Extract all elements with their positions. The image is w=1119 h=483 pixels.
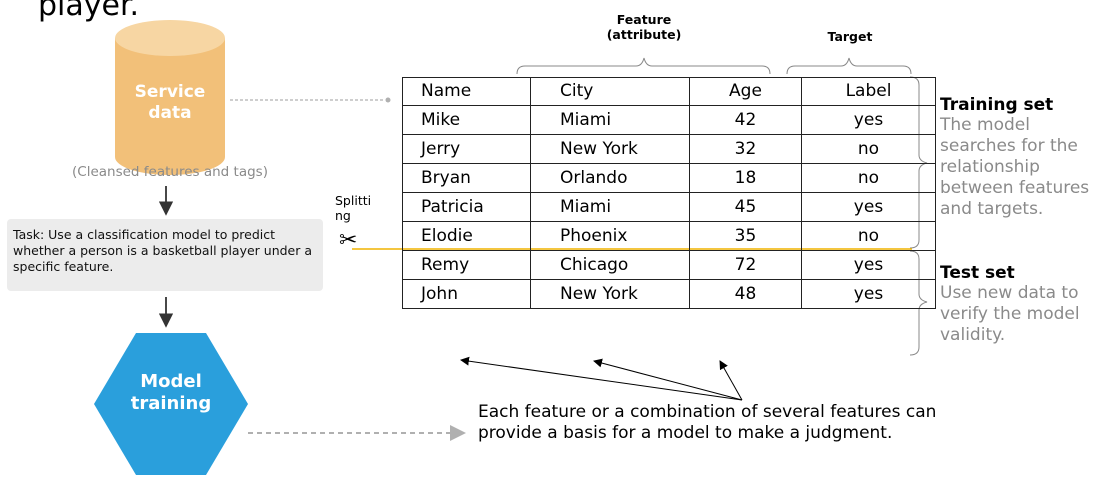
feature-brace-label: Feature (attribute)	[596, 12, 692, 42]
cell-age: 45	[689, 192, 802, 222]
connector-dot	[385, 97, 391, 103]
model-training-line2: training	[130, 393, 212, 414]
cell-name: Remy	[402, 250, 531, 280]
cell-label: no	[801, 134, 936, 164]
test-set-block: Test set Use new data to verify the mode…	[940, 263, 1118, 346]
cell-name: Jerry	[402, 134, 531, 164]
splitting-label: Splitting	[335, 193, 372, 223]
feature-label-line2: (attribute)	[606, 27, 682, 42]
feature-label-line1: Feature	[616, 12, 672, 27]
table-header-row: Name City Age Label	[402, 77, 936, 106]
test-set-desc-line: Use new data to	[940, 283, 1079, 303]
cell-age: 48	[689, 279, 802, 309]
note-arrow-age	[719, 360, 743, 401]
cell-label: yes	[801, 279, 936, 309]
cell-label: no	[801, 163, 936, 193]
cell-name: Patricia	[402, 192, 531, 222]
cell-label: no	[801, 221, 936, 251]
table-row: Bryan Orlando 18 no	[402, 163, 936, 193]
cell-age: 18	[689, 163, 802, 193]
cell-city: New York	[530, 279, 690, 309]
scissors-icon: ✂	[339, 228, 358, 253]
table-row: Jerry New York 32 no	[402, 134, 936, 164]
cell-city: Miami	[530, 105, 690, 135]
training-set-desc-line: searches for the	[940, 136, 1078, 156]
training-set-desc-line: The model	[940, 115, 1030, 135]
training-set-desc-line: and targets.	[940, 199, 1044, 219]
model-training-line1: Model	[140, 371, 202, 392]
feature-basis-note: Each feature or a combination of several…	[478, 402, 937, 443]
cell-name: Mike	[402, 105, 531, 135]
table-row: Elodie Phoenix 35 no	[402, 221, 936, 251]
table-row: John New York 48 yes	[402, 279, 936, 309]
test-set-desc-line: validity.	[940, 325, 1006, 345]
note-arrow-name	[460, 356, 743, 401]
cell-city: Chicago	[530, 250, 690, 280]
cell-age: 35	[689, 221, 802, 251]
cell-label: yes	[801, 192, 936, 222]
model-training-label: Model training	[88, 371, 254, 415]
cell-label: yes	[801, 250, 936, 280]
table-row: Mike Miami 42 yes	[402, 105, 936, 135]
table-row: Remy Chicago 72 yes	[402, 250, 936, 280]
target-brace-label: Target	[827, 29, 873, 44]
cell-age: 72	[689, 250, 802, 280]
model-training-hexagon	[94, 333, 248, 475]
slide-title-fragment: player.	[38, 0, 140, 23]
feature-brace	[516, 57, 771, 75]
cell-age: 32	[689, 134, 802, 164]
cell-name: John	[402, 279, 531, 309]
task-description-box: Task: Use a classification model to pred…	[7, 219, 323, 291]
table-row: Patricia Miami 45 yes	[402, 192, 936, 222]
cell-name: Bryan	[402, 163, 531, 193]
training-set-desc-line: relationship	[940, 157, 1040, 177]
header-city: City	[530, 77, 690, 106]
test-set-desc-line: verify the model	[940, 304, 1080, 324]
cell-name: Elodie	[402, 221, 531, 251]
cleansed-caption: (Cleansed features and tags)	[72, 164, 268, 180]
training-set-desc-line: between features	[940, 178, 1090, 198]
header-label: Label	[801, 77, 936, 106]
test-set-title: Test set	[940, 263, 1015, 283]
training-set-title: Training set	[940, 95, 1054, 115]
training-set-block: Training set The model searches for the …	[940, 95, 1118, 220]
note-arrow-city	[593, 358, 743, 401]
service-data-line2: data	[148, 103, 192, 123]
header-age: Age	[689, 77, 802, 106]
cell-city: Phoenix	[530, 221, 690, 251]
header-name: Name	[402, 77, 531, 106]
service-data-line1: Service	[134, 82, 206, 102]
target-brace	[786, 57, 912, 75]
training-data-table: Name City Age Label Mike Miami 42 yes Je…	[402, 77, 936, 309]
database-cylinder-icon	[115, 20, 225, 175]
service-data-label: Service data	[115, 82, 225, 124]
cell-city: Miami	[530, 192, 690, 222]
cell-age: 42	[689, 105, 802, 135]
cell-city: Orlando	[530, 163, 690, 193]
cell-label: yes	[801, 105, 936, 135]
cell-city: New York	[530, 134, 690, 164]
